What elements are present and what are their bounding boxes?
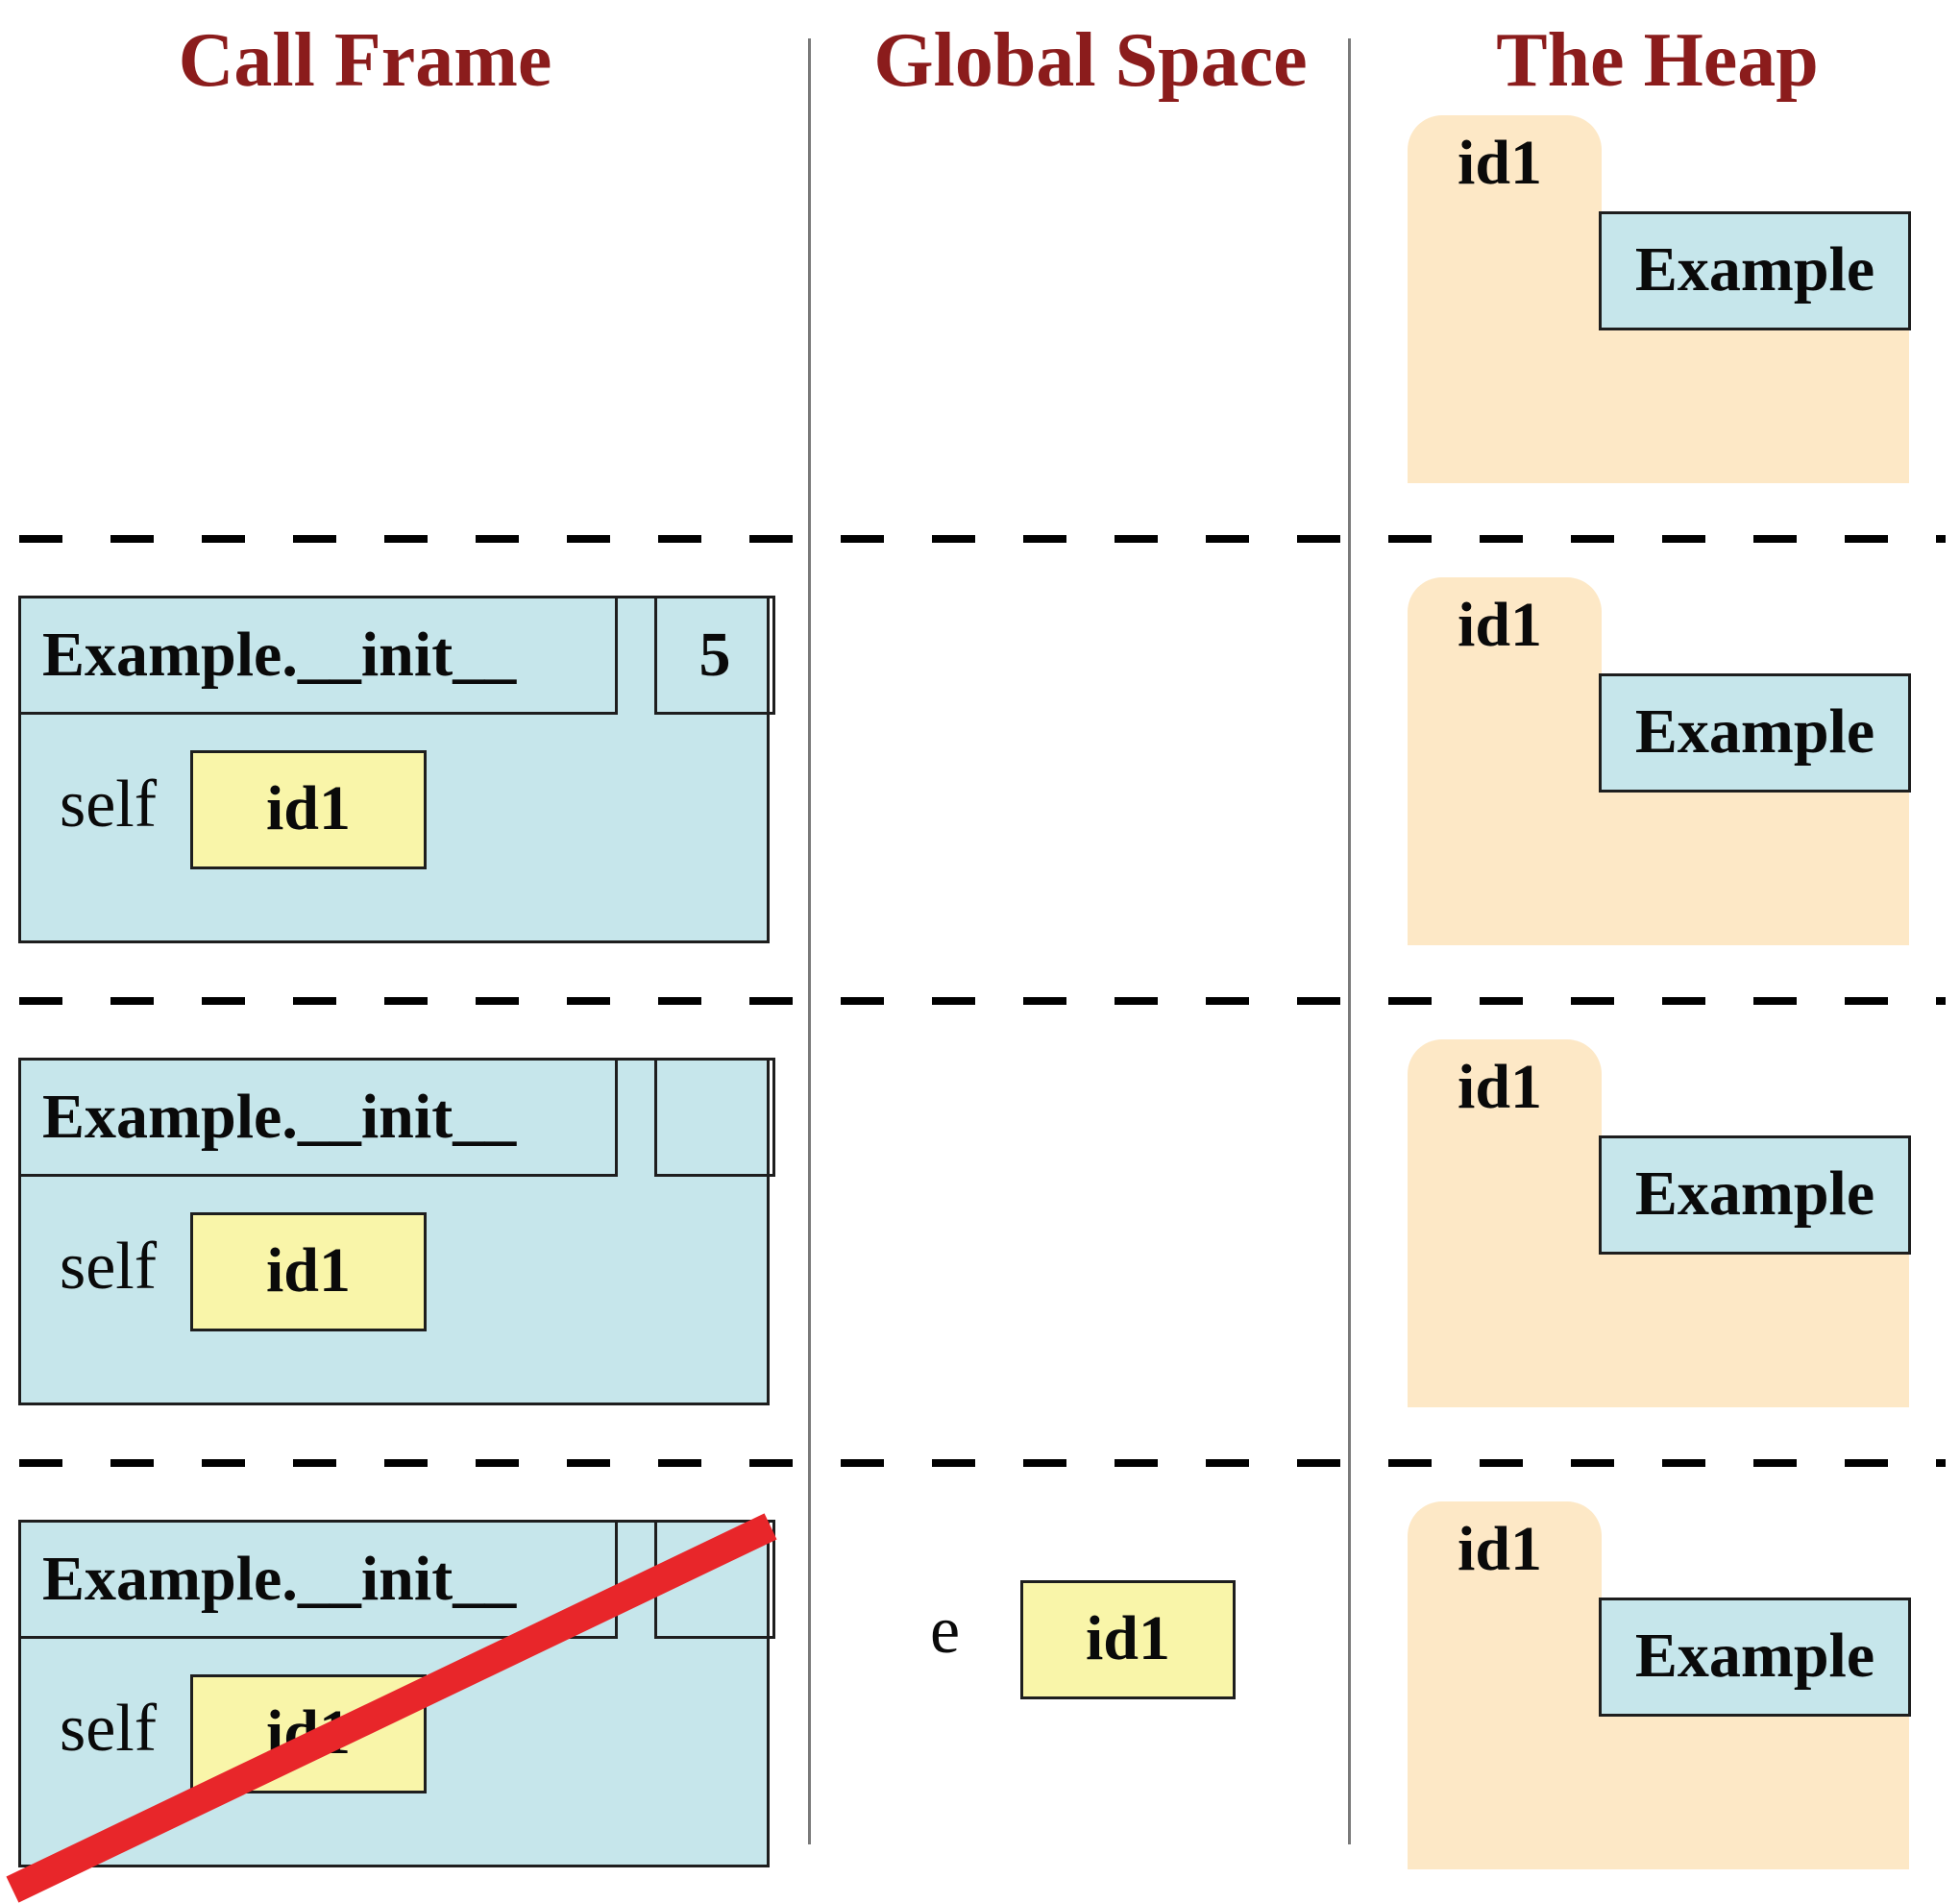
frame-function-name: Example.__init__ xyxy=(18,596,618,715)
frame-var-value: id1 xyxy=(190,750,427,869)
global-var-value: id1 xyxy=(1020,1580,1236,1699)
heap-object-id: id1 xyxy=(1458,1514,1543,1584)
heap-object-type: Example xyxy=(1599,1598,1911,1717)
column-divider-right xyxy=(1348,38,1351,1844)
heap-object: id1 Example xyxy=(1408,115,1911,483)
frame-function-name: Example.__init__ xyxy=(18,1058,618,1177)
row-separator xyxy=(19,535,1946,543)
heap-object-type: Example xyxy=(1599,211,1911,330)
heap-object: id1 Example xyxy=(1408,577,1911,945)
call-frame-header: Call Frame xyxy=(178,18,552,103)
column-divider-left xyxy=(808,38,811,1844)
heap-object-id: id1 xyxy=(1458,590,1543,660)
row-separator xyxy=(19,997,1946,1005)
heap-object-id: id1 xyxy=(1458,128,1543,198)
frame-line-number xyxy=(654,1058,775,1177)
frame-var-name: self xyxy=(60,1230,158,1304)
frame-var-value: id1 xyxy=(190,1212,427,1331)
heap-header: The Heap xyxy=(1496,18,1819,103)
frame-function-name: Example.__init__ xyxy=(18,1520,618,1639)
heap-object-type: Example xyxy=(1599,1135,1911,1255)
frame-var-name: self xyxy=(60,768,158,842)
heap-object-type: Example xyxy=(1599,673,1911,793)
heap-object: id1 Example xyxy=(1408,1501,1911,1869)
frame-var-name: self xyxy=(60,1692,158,1766)
row-separator xyxy=(19,1459,1946,1467)
heap-object-id: id1 xyxy=(1458,1052,1543,1122)
call-frame: Example.__init__ self id1 xyxy=(18,1058,775,1405)
global-var-name: e xyxy=(930,1594,961,1668)
frame-line-number: 5 xyxy=(654,596,775,715)
global-space-header: Global Space xyxy=(873,18,1308,103)
heap-object: id1 Example xyxy=(1408,1039,1911,1407)
call-frame: Example.__init__ 5 self id1 xyxy=(18,596,775,943)
